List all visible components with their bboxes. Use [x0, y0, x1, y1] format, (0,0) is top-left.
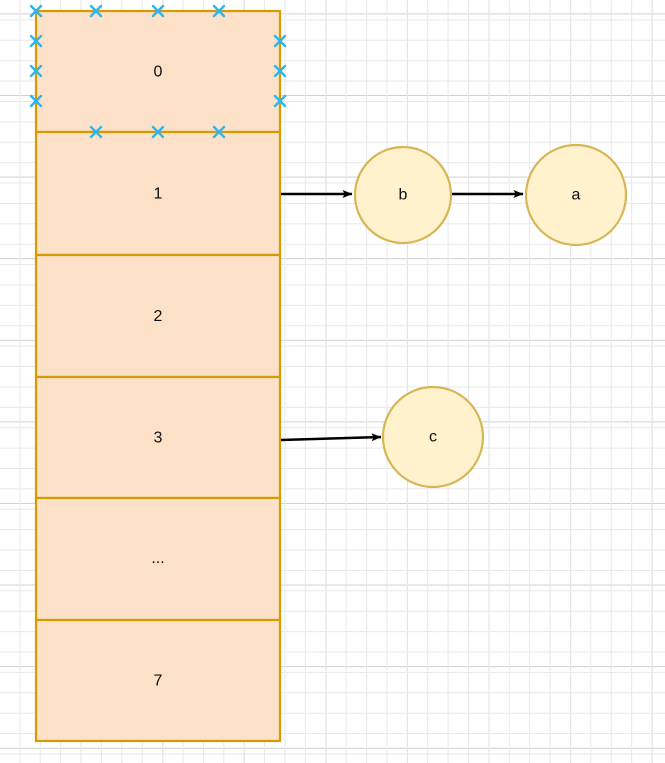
handle-left-3-x-icon[interactable]: [29, 94, 43, 108]
handle-top-2-x-icon[interactable]: [151, 4, 165, 18]
array-cell-7-rect[interactable]: [34, 618, 282, 743]
node-b-circle[interactable]: [353, 145, 453, 245]
edge-cell3-to-c[interactable]: [280, 433, 382, 442]
array-cell-ellipsis[interactable]: ...: [34, 496, 282, 622]
node-c-label: c: [429, 429, 437, 446]
handle-right-1-x-icon[interactable]: [273, 64, 287, 78]
array-cell-2-label: 2: [154, 308, 163, 325]
handle-left-1-x-icon[interactable]: [29, 34, 43, 48]
handle-right-0-x-icon[interactable]: [273, 34, 287, 48]
handle-bottom-2-x-icon[interactable]: [151, 125, 165, 139]
nodes-group: b a c: [353, 143, 628, 489]
handle-top-3-x-icon[interactable]: [212, 4, 226, 18]
handle-top-1-x-icon[interactable]: [89, 4, 103, 18]
array-cell-7-label: 7: [154, 673, 163, 690]
handle-bottom-3-x-icon[interactable]: [212, 125, 226, 139]
array-cell-ellipsis-label: ...: [151, 550, 164, 567]
array-cell-0[interactable]: 0: [34, 9, 282, 134]
array-cell-3-rect[interactable]: [34, 375, 282, 500]
array-cell-3-label: 3: [154, 430, 163, 447]
node-a-circle[interactable]: [524, 143, 628, 247]
array-cell-0-label: 0: [154, 64, 163, 81]
array-cell-1-label: 1: [154, 186, 163, 203]
handle-left-2-x-icon[interactable]: [29, 64, 43, 78]
array-cell-1[interactable]: 1: [34, 130, 282, 257]
node-b[interactable]: b: [353, 145, 453, 245]
node-a[interactable]: a: [524, 143, 628, 247]
node-c[interactable]: c: [381, 385, 485, 489]
node-c-circle[interactable]: [381, 385, 485, 489]
array-cell-0-rect[interactable]: [34, 9, 282, 134]
array-cell-1-rect[interactable]: [34, 130, 282, 257]
selection-handles-group: [29, 4, 287, 139]
node-b-label: b: [399, 187, 408, 204]
node-a-label: a: [572, 187, 581, 204]
array-cell-3[interactable]: 3: [34, 375, 282, 500]
array-cell-7[interactable]: 7: [34, 618, 282, 743]
handle-right-2-x-icon[interactable]: [273, 94, 287, 108]
handle-top-left-x-icon[interactable]: [29, 4, 43, 18]
handle-bottom-1-x-icon[interactable]: [89, 125, 103, 139]
edges-group: [280, 190, 524, 442]
array-cell-ellipsis-rect[interactable]: [34, 496, 282, 622]
array-cell-2-rect[interactable]: [34, 253, 282, 379]
array-cell-2[interactable]: 2: [34, 253, 282, 379]
bucket-array[interactable]: 0 1 2 3 ... 7: [34, 9, 282, 743]
